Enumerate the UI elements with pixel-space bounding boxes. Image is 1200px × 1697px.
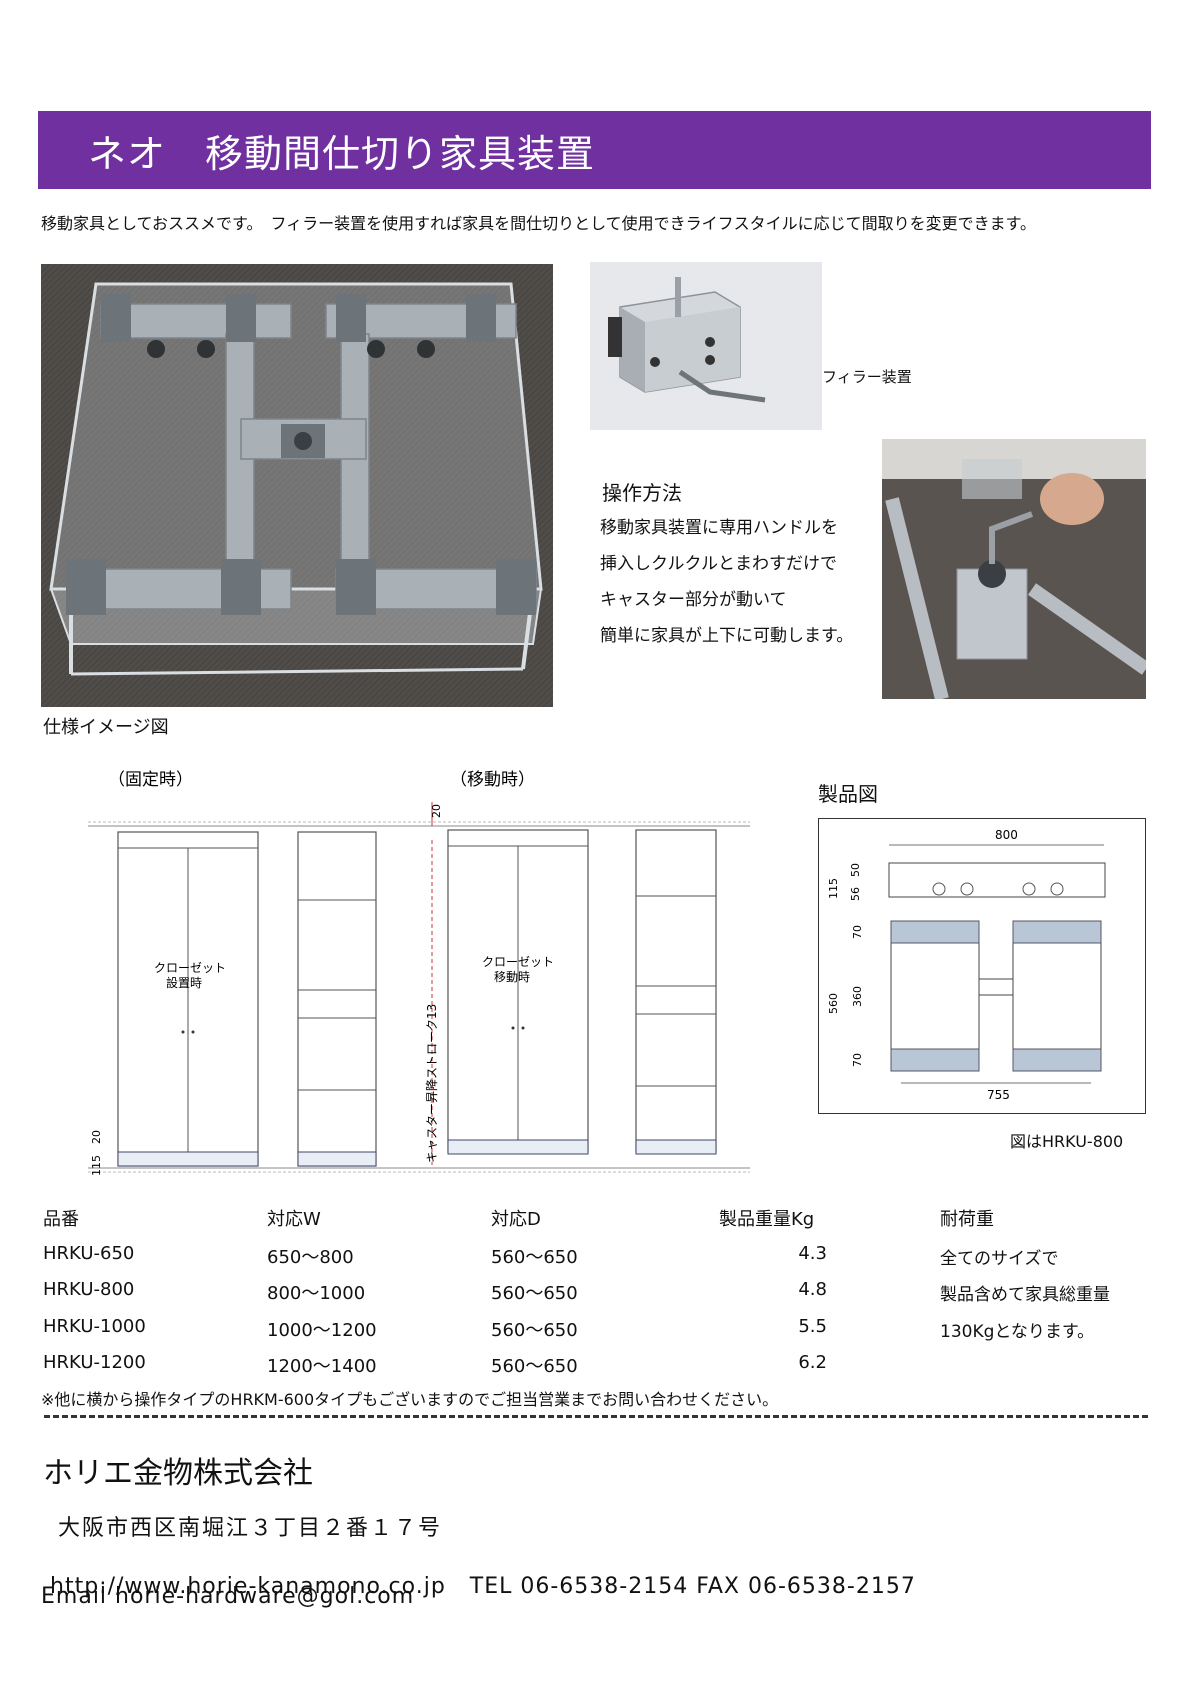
operation-photo [882,439,1146,699]
dim-115: 115 [90,1155,103,1176]
installation-drawing: （固定時） （移動時） クローゼット 設置時 クローゼット 移動時 [30,760,750,1180]
col-header-load: 耐荷重 [940,1209,994,1230]
divider [44,1415,1148,1418]
dim-115-top: 115 [827,878,840,899]
row-1-model: HRKU-650 [43,1243,135,1264]
row-1-weight: 4.3 [798,1243,827,1264]
dim-56: 56 [849,887,862,901]
operation-photo-illustration [882,439,1146,699]
operation-steps: 移動家具装置に専用ハンドルを 挿入しクルクルとまわすだけで キャスター部分が動い… [600,510,853,654]
col-header-width: 対応W [267,1209,321,1230]
filler-caption: フィラー装置 [822,368,912,386]
company-name: ホリエ金物株式会社 [43,1456,313,1491]
load-note-2: 製品含めて家具総重量 [940,1285,1110,1305]
col-header-depth: 対応D [491,1209,541,1230]
product-photo [41,264,553,707]
operation-line: 簡単に家具が上下に可動します。 [600,626,854,646]
footnote: ※他に横から操作タイプのHRKM-600タイプもございますのでご担当営業までお問… [41,1390,779,1409]
spec-image-caption: 仕様イメージ図 [43,717,169,738]
operation-line: 挿入しクルクルとまわすだけで [600,554,837,574]
dim-70-top: 70 [851,925,864,939]
operation-heading: 操作方法 [602,481,682,505]
row-4-model: HRKU-1200 [43,1352,146,1373]
row-3-width: 1000〜1200 [267,1320,377,1341]
row-2-depth: 560〜650 [491,1283,578,1304]
moving-label: （移動時） [450,770,535,790]
company-email[interactable]: Email horie-hardware@gol.com [41,1584,415,1609]
dim-560: 560 [827,993,840,1014]
row-4-depth: 560〜650 [491,1356,578,1377]
row-3-model: HRKU-1000 [43,1316,146,1337]
product-drawing-caption: 図はHRKU-800 [1010,1132,1124,1151]
product-drawing: 800 115 50 56 560 70 360 70 755 [818,818,1146,1114]
intro-text: 移動家具としておススメです。 フィラー装置を使用すれば家具を間仕切りとして使用で… [41,214,1037,233]
closet-fixed-line1: クローゼット [154,961,226,975]
product-drawing-heading: 製品図 [818,782,878,806]
company-address: 大阪市西区南堀江３丁目２番１７号 [58,1516,443,1541]
filler-device-illustration [608,277,766,403]
row-1-depth: 560〜650 [491,1247,578,1268]
dim-755: 755 [987,1088,1010,1102]
stroke-label: キャスター昇降ストローク13 [425,1004,439,1163]
closet-fixed-line2: 設置時 [166,975,202,990]
product-drawing-svg: 800 115 50 56 560 70 360 70 755 [827,828,1106,1102]
row-4-weight: 6.2 [798,1352,827,1373]
company-tel: TEL 06-6538-2154 [469,1574,689,1599]
closet-moving-line1: クローゼット [482,955,554,969]
operation-line: キャスター部分が動いて [600,590,787,610]
load-note-3: 130Kgとなります。 [940,1322,1095,1342]
row-3-weight: 5.5 [798,1316,827,1337]
installation-drawing-svg: （固定時） （移動時） クローゼット 設置時 クローゼット 移動時 [88,770,750,1176]
dim-20-top: 20 [430,804,443,818]
row-3-depth: 560〜650 [491,1320,578,1341]
page-title: ネオ 移動間仕切り家具装置 [88,132,596,176]
company-contact: http://www.horie-kanamono.co.jp TEL 06-6… [34,1549,916,1599]
dim-50: 50 [849,863,862,877]
row-2-width: 800〜1000 [267,1283,366,1304]
row-2-model: HRKU-800 [43,1279,135,1300]
company-url[interactable]: http://www.horie-kanamono.co.jp [50,1574,446,1599]
dim-20-bottom: 20 [90,1130,103,1144]
filler-device-photo [590,262,822,430]
load-note-1: 全てのサイズで [940,1249,1059,1269]
row-2-weight: 4.8 [798,1279,827,1300]
dim-360: 360 [851,986,864,1007]
fixed-label: （固定時） [108,770,193,790]
company-fax: FAX 06-6538-2157 [696,1574,916,1599]
row-1-width: 650〜800 [267,1247,354,1268]
dim-70-bottom: 70 [851,1053,864,1067]
product-photo-illustration [41,264,553,707]
dim-800: 800 [995,828,1018,842]
closet-moving-line2: 移動時 [494,970,530,984]
col-header-model: 品番 [43,1209,79,1230]
operation-line: 移動家具装置に専用ハンドルを [600,518,838,538]
col-header-weight: 製品重量Kg [719,1209,815,1230]
title-banner: ネオ 移動間仕切り家具装置 [38,111,1151,189]
spec-table: 品番 対応W 対応D 製品重量Kg 耐荷重 HRKU-650 650〜800 5… [41,1193,1141,1377]
row-4-width: 1200〜1400 [267,1356,377,1377]
